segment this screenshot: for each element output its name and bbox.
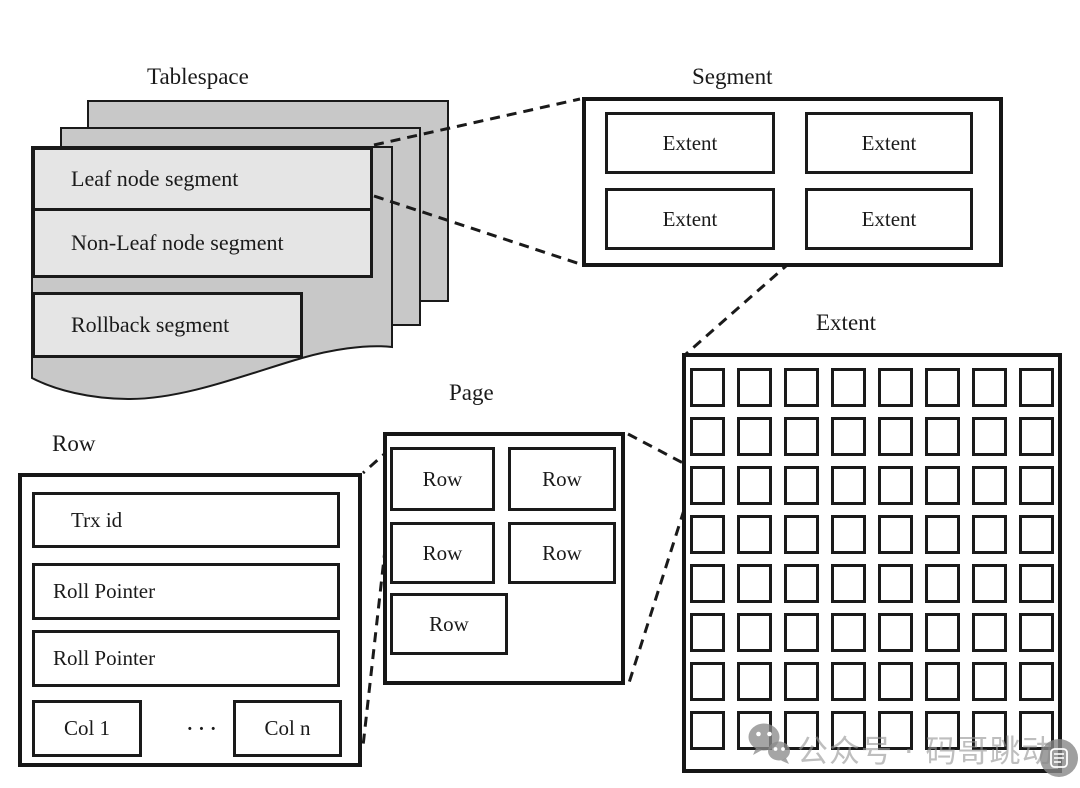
extent-page-cell <box>690 368 725 407</box>
segment-extent-box: Extent <box>605 112 775 174</box>
extent-page-cell <box>690 662 725 701</box>
wechat-icon <box>748 723 790 764</box>
extent-page-cell <box>831 368 866 407</box>
page-label: Page <box>449 380 494 405</box>
extent-page-cell <box>1019 515 1054 554</box>
extent-page-cell <box>737 466 772 505</box>
segment-extent-box: Extent <box>805 188 973 250</box>
connector-extent-page-lower <box>626 509 686 687</box>
extent-page-cell <box>784 564 819 603</box>
extent-page-cell <box>878 662 913 701</box>
extent-page-cell <box>972 711 1007 750</box>
bar-rollback-segment: Rollback segment <box>32 292 303 358</box>
extent-page-cell <box>925 466 960 505</box>
extent-page-cell <box>878 711 913 750</box>
extent-page-cell <box>690 613 725 652</box>
extent-page-cell <box>690 515 725 554</box>
segment-box: Extent Extent Extent Extent <box>582 97 1003 267</box>
extent-page-cell <box>878 417 913 456</box>
extent-page-cell <box>690 564 725 603</box>
row-col-ellipsis: ··· <box>185 713 221 743</box>
article-badge-icon <box>1040 739 1078 777</box>
extent-page-cell <box>784 662 819 701</box>
connector-tablespace-segment-lower <box>373 194 581 266</box>
extent-page-cell <box>1019 417 1054 456</box>
bar-non-leaf-node-segment: Non-Leaf node segment <box>32 208 373 278</box>
page-row-box: Row <box>390 447 495 511</box>
extent-page-cell <box>972 417 1007 456</box>
extent-page-cell <box>831 662 866 701</box>
extent-page-cell <box>690 711 725 750</box>
extent-page-cell <box>925 711 960 750</box>
extent-page-cell <box>878 613 913 652</box>
extent-page-cell <box>784 417 819 456</box>
page-box: Row Row Row Row Row <box>383 432 625 685</box>
extent-page-cell <box>690 466 725 505</box>
extent-page-cell <box>1019 564 1054 603</box>
extent-page-cell <box>972 515 1007 554</box>
extent-page-cell <box>925 564 960 603</box>
connector-extent-page-upper <box>627 432 684 465</box>
extent-page-cell <box>925 368 960 407</box>
extent-page-cell <box>878 515 913 554</box>
extent-page-cell <box>737 515 772 554</box>
extent-page-cell <box>737 417 772 456</box>
extent-page-cell <box>972 613 1007 652</box>
connector-segment-extent <box>685 249 804 356</box>
extent-page-cell <box>925 515 960 554</box>
extent-page-cell <box>831 711 866 750</box>
extent-page-cell <box>972 466 1007 505</box>
extent-page-cell <box>690 417 725 456</box>
extent-page-cell <box>831 613 866 652</box>
row-col-last: Col n <box>233 700 342 757</box>
extent-page-cell <box>737 613 772 652</box>
extent-page-cell <box>831 564 866 603</box>
extent-page-cell <box>784 515 819 554</box>
extent-page-cell <box>831 466 866 505</box>
row-box: Trx id Roll Pointer Roll Pointer Col 1 ·… <box>18 473 362 767</box>
extent-page-cell <box>831 417 866 456</box>
extent-page-cell <box>925 662 960 701</box>
extent-page-cell <box>878 368 913 407</box>
extent-page-cell <box>784 711 819 750</box>
page-row-box: Row <box>390 593 508 655</box>
row-col-first: Col 1 <box>32 700 142 757</box>
extent-page-cell <box>784 613 819 652</box>
extent-page-cell <box>784 466 819 505</box>
extent-page-cell <box>972 368 1007 407</box>
page-row-box: Row <box>390 522 495 584</box>
row-field-roll-pointer: Roll Pointer <box>32 563 340 620</box>
extent-page-cell <box>925 613 960 652</box>
extent-page-cell <box>925 417 960 456</box>
extent-grid <box>682 353 1062 773</box>
extent-page-cell <box>972 662 1007 701</box>
extent-page-cell <box>1019 368 1054 407</box>
segment-label: Segment <box>692 64 773 89</box>
extent-page-cell <box>878 466 913 505</box>
row-label: Row <box>52 431 96 456</box>
bar-leaf-node-segment: Leaf node segment <box>32 147 373 211</box>
extent-page-cell <box>831 515 866 554</box>
page-row-box: Row <box>508 447 616 511</box>
row-field-trx-id: Trx id <box>32 492 340 548</box>
extent-page-cell <box>737 368 772 407</box>
extent-page-cell <box>1019 613 1054 652</box>
extent-page-cell <box>1019 662 1054 701</box>
extent-page-cell <box>737 564 772 603</box>
connector-tablespace-segment-upper <box>373 97 581 147</box>
page-row-box: Row <box>508 522 616 584</box>
segment-extent-box: Extent <box>605 188 775 250</box>
extent-page-cell <box>1019 466 1054 505</box>
tablespace-label: Tablespace <box>147 64 249 89</box>
extent-page-cell <box>878 564 913 603</box>
extent-page-cell <box>784 368 819 407</box>
watermark-text: 公众号 · 码哥跳动 <box>797 734 1054 770</box>
row-field-roll-pointer: Roll Pointer <box>32 630 340 687</box>
extent-page-cell <box>972 564 1007 603</box>
segment-extent-box: Extent <box>805 112 973 174</box>
extent-label: Extent <box>816 310 877 335</box>
extent-page-cell <box>737 662 772 701</box>
